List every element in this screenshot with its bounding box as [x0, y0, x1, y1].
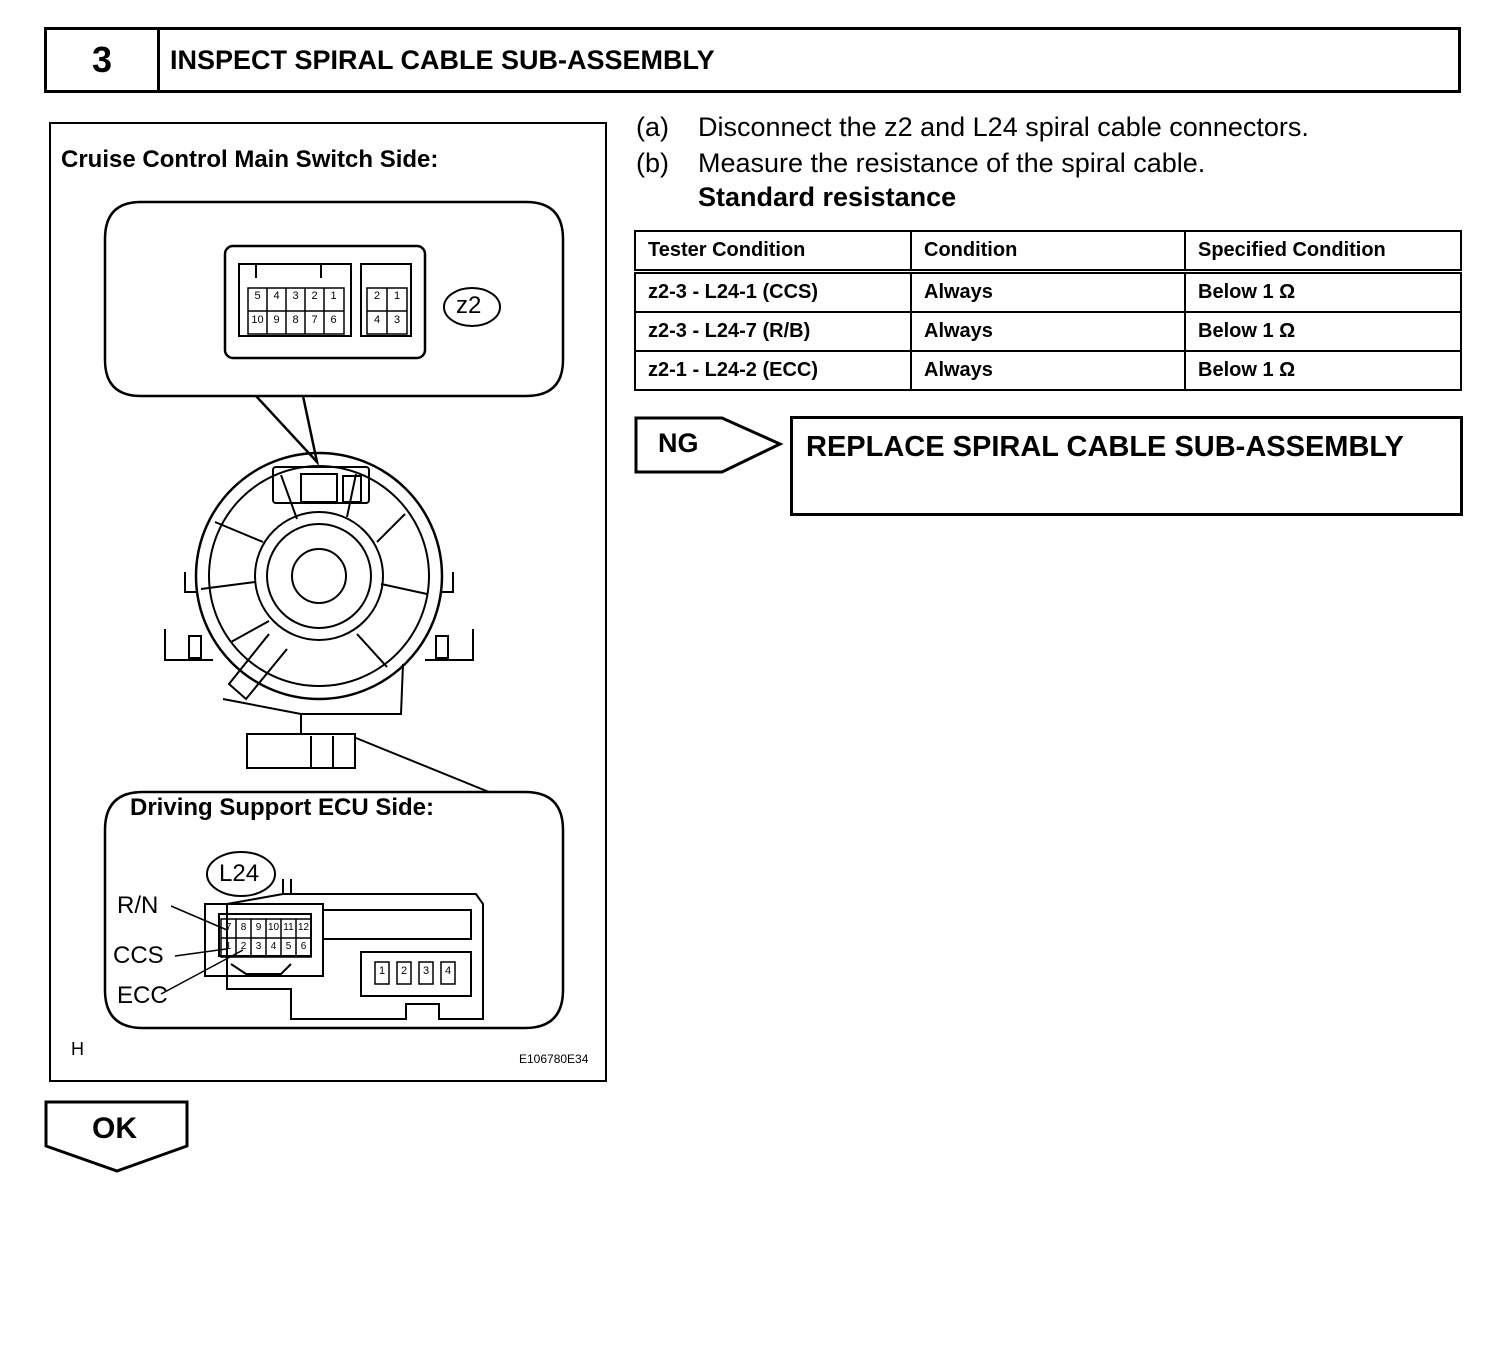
table-cell: z2-1 - L24-2 (ECC) [634, 350, 912, 391]
z2-pin: 3 [393, 314, 401, 326]
illustration-drawing [103, 200, 565, 1030]
wire-label-rn: R/N [117, 892, 159, 919]
table-row: z2-3 - L24-1 (CCS) Always Below 1 Ω [634, 270, 1462, 313]
l24-connector-id: L24 [219, 860, 260, 887]
z2-large-pins-top: 5 4 3 2 1 [248, 290, 344, 302]
table-header: Condition [910, 230, 1186, 274]
z2-pin: 1 [330, 290, 337, 302]
instruction-text: Disconnect the z2 and L24 spiral cable c… [698, 112, 1309, 142]
connector-illustration: Cruise Control Main Switch Side: 5 4 3 2… [49, 122, 607, 1082]
z2-small-pins-bottom: 4 3 [367, 314, 407, 326]
table-cell: z2-3 - L24-7 (R/B) [634, 311, 912, 352]
wire-label-ecc: ECC [117, 982, 168, 1009]
spiral-cable-body [164, 451, 474, 769]
l24-pin: 7 [225, 922, 232, 933]
table-cell: Always [910, 350, 1186, 391]
l24-pin: 6 [300, 941, 307, 952]
l24-pin: 9 [255, 922, 262, 933]
instruction-letter: (b) [636, 148, 669, 178]
z2-id-ellipse [443, 287, 501, 327]
instruction-letter: (a) [636, 112, 669, 142]
wire-label-ccs: CCS [113, 942, 164, 969]
table-cell: z2-3 - L24-1 (CCS) [634, 270, 912, 313]
rn-leader [170, 905, 228, 931]
ng-action-text: REPLACE SPIRAL CABLE SUB-ASSEMBLY [806, 431, 1404, 463]
z2-pin: 10 [251, 314, 264, 326]
table-cell: Always [910, 270, 1186, 313]
ecc-leader [160, 949, 244, 995]
z2-pin: 9 [273, 314, 280, 326]
corner-mark: H [71, 1039, 84, 1059]
step-number: 3 [47, 30, 160, 90]
table-cell: Below 1 Ω [1184, 270, 1462, 313]
table-header-row: Tester Condition Condition Specified Con… [634, 230, 1462, 274]
ng-arrow-icon [634, 416, 784, 474]
instruction-a: (a) Disconnect the z2 and L24 spiral cabl… [636, 109, 1309, 145]
z2-pin: 3 [292, 290, 299, 302]
ok-arrow-icon [44, 1100, 189, 1173]
ng-label: NG [658, 428, 699, 458]
z2-pin: 7 [311, 314, 318, 326]
l24-aux-pin: 1 [379, 965, 386, 977]
l24-pin: 8 [240, 922, 247, 933]
bottom-callout-bubble [103, 790, 565, 1030]
z2-pin: 6 [330, 314, 337, 326]
l24-pin: 11 [283, 922, 294, 933]
top-callout-bubble [103, 200, 565, 467]
z2-pin: 1 [393, 290, 401, 302]
instruction-text: Measure the resistance of the spiral cab… [698, 148, 1206, 178]
top-side-label: Cruise Control Main Switch Side: [61, 146, 439, 173]
table-cell: Below 1 Ω [1184, 311, 1462, 352]
resistance-table: Tester Condition Condition Specified Con… [634, 230, 1462, 391]
l24-pin: 3 [255, 941, 262, 952]
z2-housing [223, 244, 427, 360]
l24-pin: 10 [267, 922, 280, 933]
ok-label: OK [92, 1112, 137, 1145]
z2-pin: 2 [373, 290, 381, 302]
l24-pin-grid [220, 918, 456, 985]
table-header: Specified Condition [1184, 230, 1462, 274]
l24-pin: 2 [240, 941, 247, 952]
l24-pins-bottom: 1 2 3 4 5 6 [221, 941, 311, 952]
table-cell: Below 1 Ω [1184, 350, 1462, 391]
instruction-b: (b) Measure the resistance of the spiral … [636, 145, 1205, 181]
l24-aux-pin: 4 [445, 965, 452, 977]
step-title: INSPECT SPIRAL CABLE SUB-ASSEMBLY [170, 44, 715, 75]
l24-pin: 12 [297, 922, 310, 933]
l24-pin: 4 [270, 941, 277, 952]
l24-pins-top: 7 8 9 10 11 12 [221, 922, 311, 933]
z2-pin-grid [247, 287, 408, 335]
ccs-leader [174, 948, 227, 957]
table-row: z2-3 - L24-7 (R/B) Always Below 1 Ω [634, 311, 1462, 352]
l24-pin: 5 [285, 941, 292, 952]
z2-pin: 5 [254, 290, 261, 302]
step-header: 3 INSPECT SPIRAL CABLE SUB-ASSEMBLY [44, 27, 1461, 93]
l24-id-ellipse [206, 851, 276, 897]
ng-action-box: REPLACE SPIRAL CABLE SUB-ASSEMBLY [790, 416, 1463, 516]
l24-aux-pin: 3 [423, 965, 430, 977]
z2-pin: 2 [311, 290, 318, 302]
figure-code: E106780E34 [519, 1052, 589, 1066]
l24-pin: 1 [225, 941, 232, 952]
table-cell: Always [910, 311, 1186, 352]
z2-large-pins-bottom: 10 9 8 7 6 [248, 314, 344, 326]
z2-small-pins-top: 2 1 [367, 290, 407, 302]
table-row: z2-1 - L24-2 (ECC) Always Below 1 Ω [634, 350, 1462, 391]
z2-large-block [238, 263, 352, 337]
bottom-side-label: Driving Support ECU Side: [130, 794, 435, 821]
z2-small-block [360, 263, 412, 337]
table-header: Tester Condition [634, 230, 912, 274]
l24-aux-pin: 2 [401, 965, 408, 977]
z2-pin: 4 [273, 290, 280, 302]
standard-resistance-label: Standard resistance [698, 182, 957, 212]
z2-pin: 8 [292, 314, 299, 326]
bottom-callout-leader [355, 737, 490, 793]
z2-connector-id: z2 [456, 292, 482, 319]
z2-pin: 4 [373, 314, 381, 326]
